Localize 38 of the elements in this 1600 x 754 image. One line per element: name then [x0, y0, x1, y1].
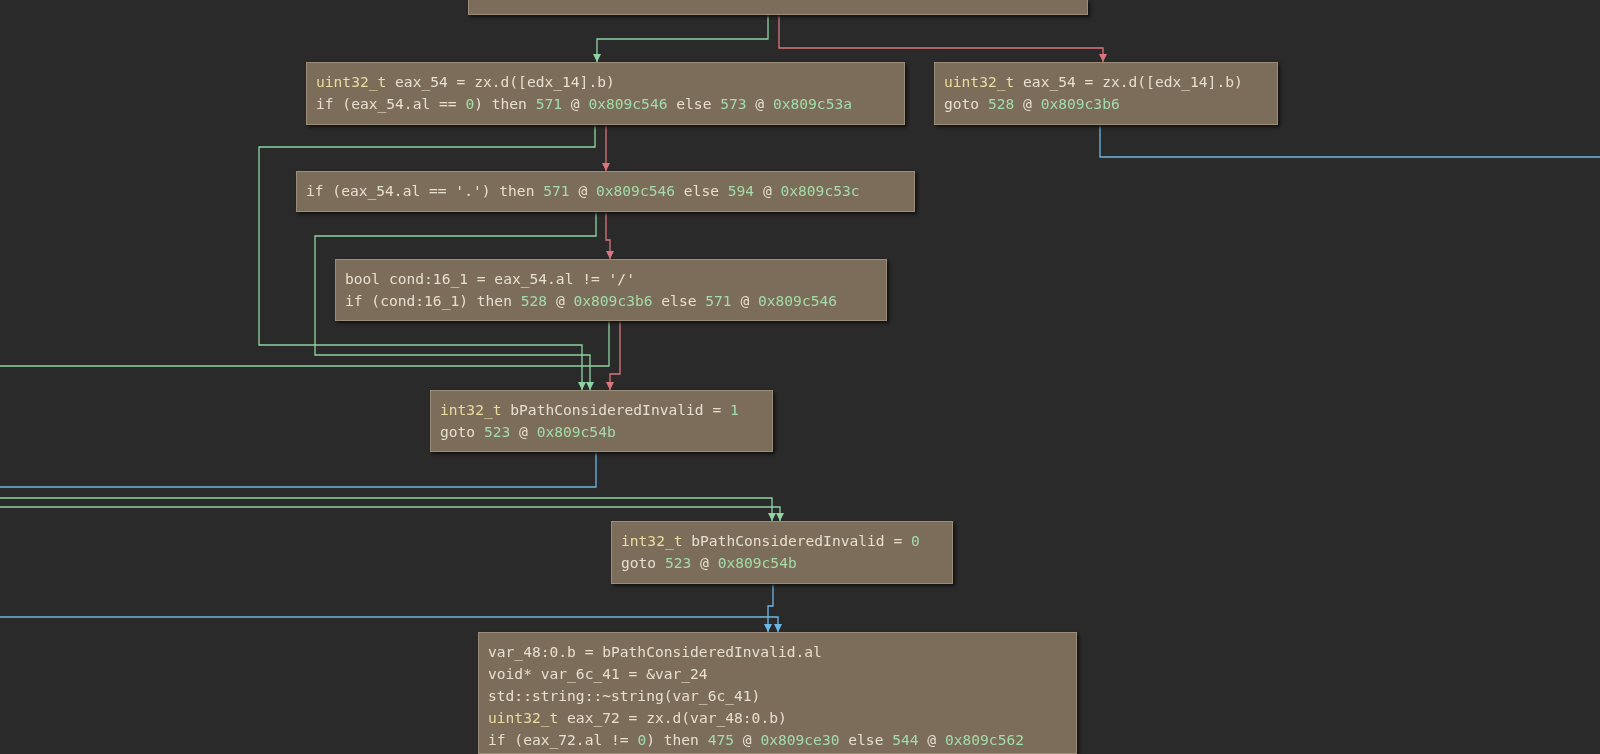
connector-line [0, 320, 610, 367]
arrow [0, 616, 782, 633]
code-line: uint32_t eax_72 = zx.d(var_48:0.b) [488, 708, 787, 729]
arrow [602, 124, 610, 172]
code-block [611, 521, 953, 584]
code-block [468, 0, 1088, 15]
code-line: goto 523 @ 0x809c54b [621, 553, 797, 573]
code-block [934, 62, 1278, 125]
code-line: if (eax_54.al == '.') then 571 @ 0x809c546 else 594 @ 0x809c53c [306, 181, 860, 202]
code-line: std::string::~string(var_6c_41) [488, 686, 761, 707]
arrow [0, 506, 784, 522]
code-line: uint32_t eax_54 = zx.d([edx_14].b) [944, 72, 1243, 93]
arrow [605, 211, 614, 260]
code-line: bool cond:16_1 = eax_54.al != '/' [345, 269, 635, 290]
arrow [764, 583, 774, 633]
code-line: void* var_6c_41 = &var_24 [488, 664, 708, 685]
arrow [314, 211, 597, 391]
code-block [478, 632, 1077, 754]
code-block [296, 171, 915, 212]
arrow [593, 14, 769, 63]
code-line: var_48:0.b = bPathConsideredInvalid.al [488, 642, 822, 663]
code-line: if (cond:16_1) then 528 @ 0x809c3b6 else 571 @ 0x809c546 [345, 291, 838, 312]
arrow [258, 124, 596, 391]
code-line: int32_t bPathConsideredInvalid = 1 [440, 400, 739, 421]
code-line: if (eax_72.al != 0) then 475 @ 0x809ce30 else 544 @ 0x809c562 [488, 730, 1024, 751]
code-block [430, 390, 773, 452]
connector-line [0, 451, 597, 488]
code-block [306, 62, 905, 125]
code-line: int32_t bPathConsideredInvalid = 0 [621, 531, 920, 552]
arrow [778, 14, 1107, 63]
code-line: if (eax_54.al == 0) then 571 @ 0x809c546 else 573 @ 0x809c53a [316, 94, 852, 115]
connector-line [1099, 124, 1600, 158]
code-line: uint32_t eax_54 = zx.d([edx_14].b) [316, 72, 615, 93]
arrow [606, 320, 621, 391]
code-line: goto 528 @ 0x809c3b6 [944, 94, 1120, 114]
arrow [0, 497, 776, 522]
code-block [335, 259, 887, 321]
code-line: goto 523 @ 0x809c54b [440, 422, 616, 442]
